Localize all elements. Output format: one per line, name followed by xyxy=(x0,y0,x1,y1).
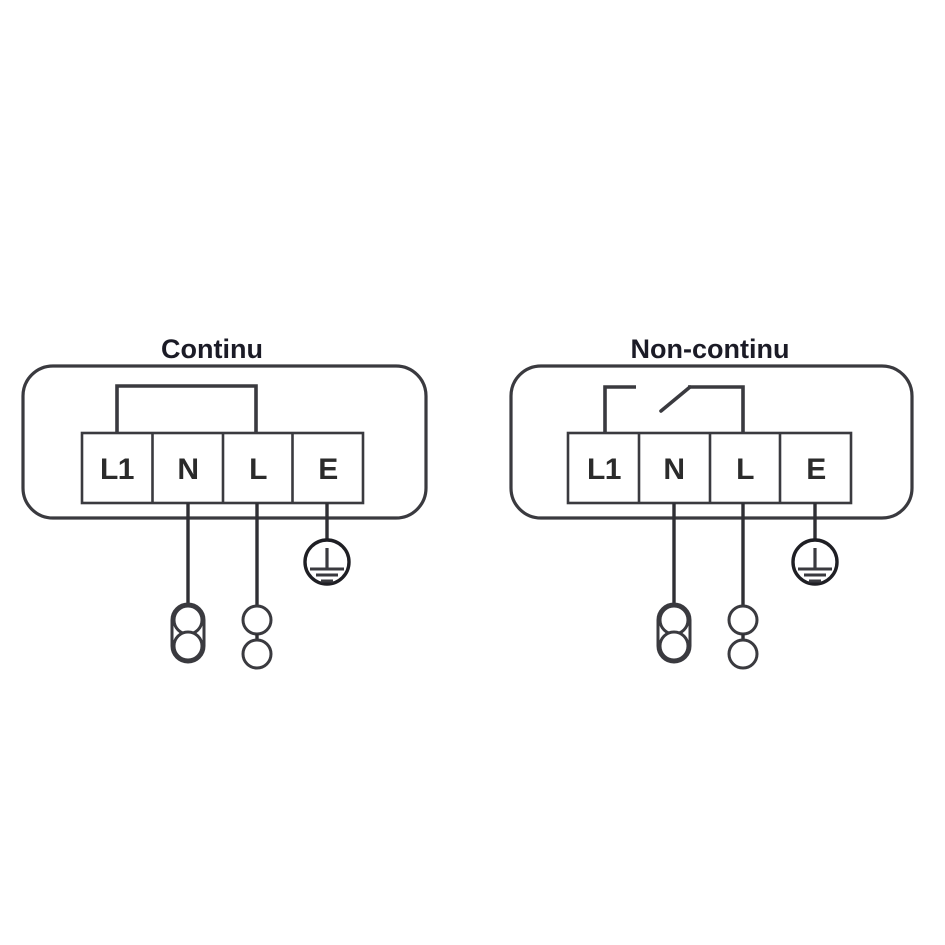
connector-ring-lower xyxy=(172,630,204,662)
jumper-left-stub-non-continu xyxy=(603,385,636,433)
terminal-label-l1-non-continu: L1 xyxy=(587,453,621,486)
terminal-label-e-continu: E xyxy=(318,453,338,486)
terminal-label-e-non-continu: E xyxy=(806,453,826,486)
panel-continu: Continu L1 N L E xyxy=(21,334,428,670)
panel-non-continu: Non-continu L1 N L E xyxy=(509,334,914,670)
switch-blade-non-continu xyxy=(659,385,692,413)
neutral-connector-continu xyxy=(170,602,206,664)
enclosure-outline-continu xyxy=(21,364,428,520)
jumper-right-arm-non-continu xyxy=(688,385,745,433)
earth-symbol-continu xyxy=(303,503,351,586)
live-connector-non-continu xyxy=(727,604,759,670)
enclosure-outline-non-continu xyxy=(509,364,914,520)
connector-ring-upper xyxy=(727,604,759,636)
connector-ring-upper xyxy=(241,604,273,636)
connector-ring-lower xyxy=(241,638,273,670)
connector-ring-upper xyxy=(658,604,690,636)
connector-ring-lower xyxy=(727,638,759,670)
terminal-label-l1-continu: L1 xyxy=(100,453,134,486)
connector-ring-lower xyxy=(658,630,690,662)
terminal-label-n-continu: N xyxy=(177,453,198,486)
terminal-label-l-continu: L xyxy=(249,453,267,486)
terminal-label-n-non-continu: N xyxy=(663,453,684,486)
live-connector-continu xyxy=(241,604,273,670)
neutral-connector-non-continu xyxy=(656,602,692,664)
jumper-link-continu xyxy=(115,384,258,433)
connector-ring-upper xyxy=(172,604,204,636)
earth-symbol-non-continu xyxy=(791,503,839,586)
panel-title-continu: Continu xyxy=(161,334,263,364)
terminal-label-l-non-continu: L xyxy=(736,453,754,486)
panel-title-non-continu: Non-continu xyxy=(631,334,790,364)
